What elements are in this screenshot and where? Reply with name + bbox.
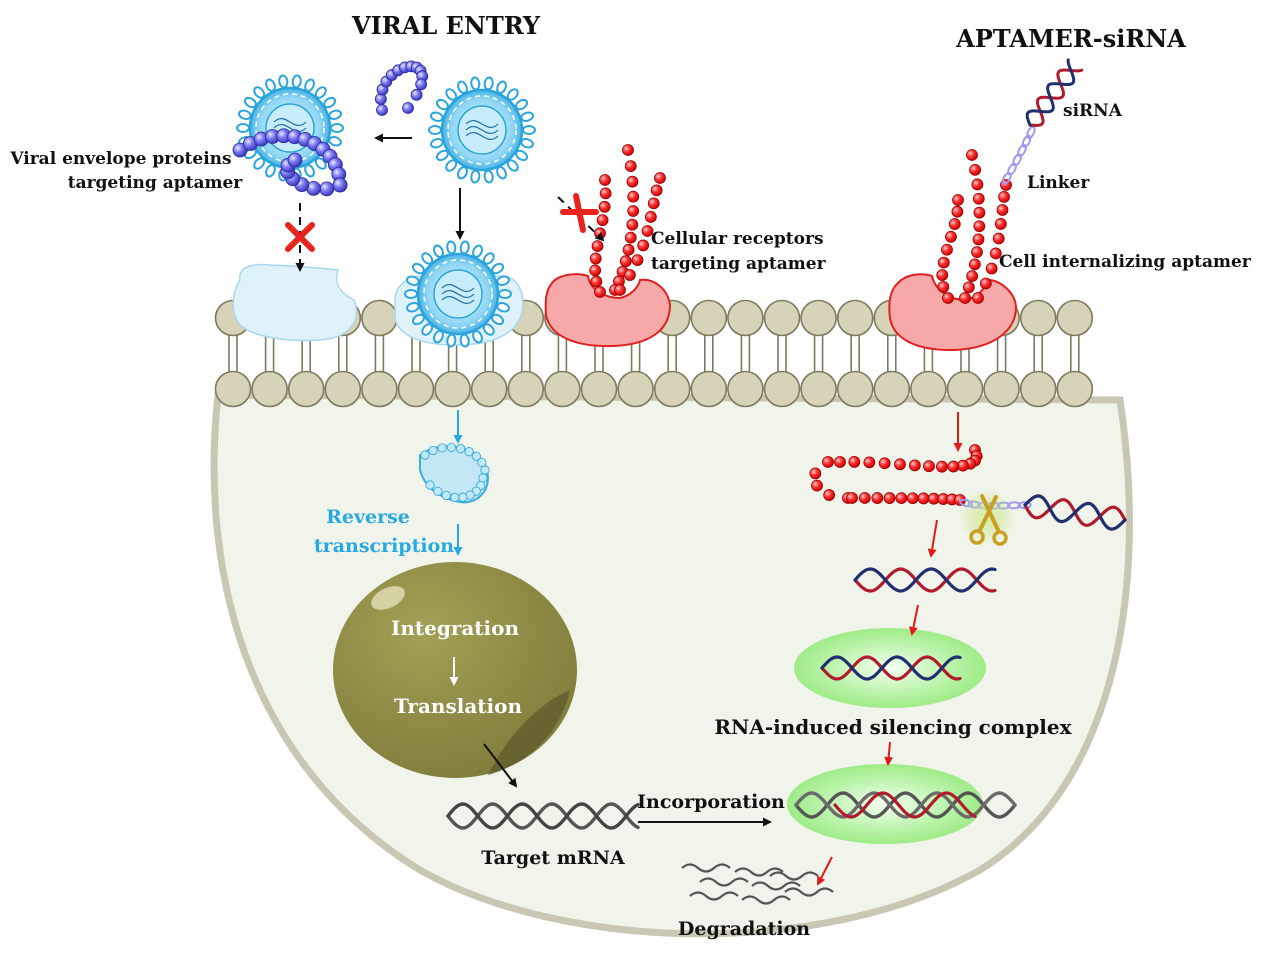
internalized-sirna-helix (1023, 494, 1127, 531)
linker-chain (1001, 125, 1036, 185)
cellular-receptor-aptamer (589, 144, 666, 298)
cell-internalizing-aptamer (936, 149, 1012, 304)
risc-target-mrna (794, 791, 1017, 819)
sirna-helix (1025, 58, 1084, 127)
risc-sirna-helix (820, 655, 962, 681)
internalized-aptamer-chain (809, 444, 983, 506)
risc-label: RNA-induced silencing complex (714, 715, 1072, 739)
released-sirna-helix (853, 567, 997, 593)
cellular-receptors-label-line2: targeting aptamer (651, 254, 827, 274)
scissors-icon (959, 489, 1015, 546)
aptamer-sirna-heading: APTAMER-siRNA (955, 24, 1186, 53)
arrow-translation-to-mrna (483, 743, 518, 788)
linker-label: Linker (1027, 173, 1090, 193)
target-mrna-label: Target mRNA (481, 847, 625, 869)
cell-internalizing-label: Cell internalizing aptamer (999, 252, 1252, 272)
viral-capsid-rna (419, 442, 490, 504)
transcription-label: transcription (314, 535, 454, 557)
arrow-risc-to-mrna (884, 741, 894, 766)
incorporation-label: Incorporation (637, 791, 785, 813)
target-mrna-helix (446, 802, 640, 830)
translation-label: Translation (394, 694, 522, 718)
arrow-to-degradation (817, 856, 833, 886)
free-receptor (232, 263, 358, 342)
cellular-receptor-pink (544, 273, 672, 348)
block-cross-icon-receptor (560, 193, 599, 233)
sirna-label: siRNA (1063, 101, 1123, 121)
viral-envelope-label-line2: targeting aptamer (68, 173, 244, 193)
risc-complex (794, 628, 986, 708)
arrow-cleavage (927, 519, 938, 558)
viral-entry-heading: VIRAL ENTRY (351, 11, 541, 40)
reverse-label: Reverse (326, 506, 410, 528)
risc-guide-strand (833, 791, 977, 819)
free-envelope-aptamer (374, 60, 429, 116)
viral-envelope-label-line1: Viral envelope proteins (9, 149, 231, 169)
free-virus (428, 76, 536, 184)
internalizing-receptor-pink (888, 273, 1018, 352)
virus-bound-to-receptor (404, 240, 512, 348)
degraded-mrna-fragments (681, 863, 834, 905)
nucleus: Integration Translation (333, 562, 577, 778)
degradation-label: Degradation (678, 918, 810, 940)
risc-mrna-complex (787, 764, 983, 844)
arrow-to-risc (909, 604, 919, 636)
cellular-receptors-label-line1: Cellular receptors (651, 229, 824, 249)
block-cross-icon (285, 222, 315, 252)
integration-label: Integration (391, 616, 520, 640)
envelope-aptamer-bound (232, 128, 348, 197)
